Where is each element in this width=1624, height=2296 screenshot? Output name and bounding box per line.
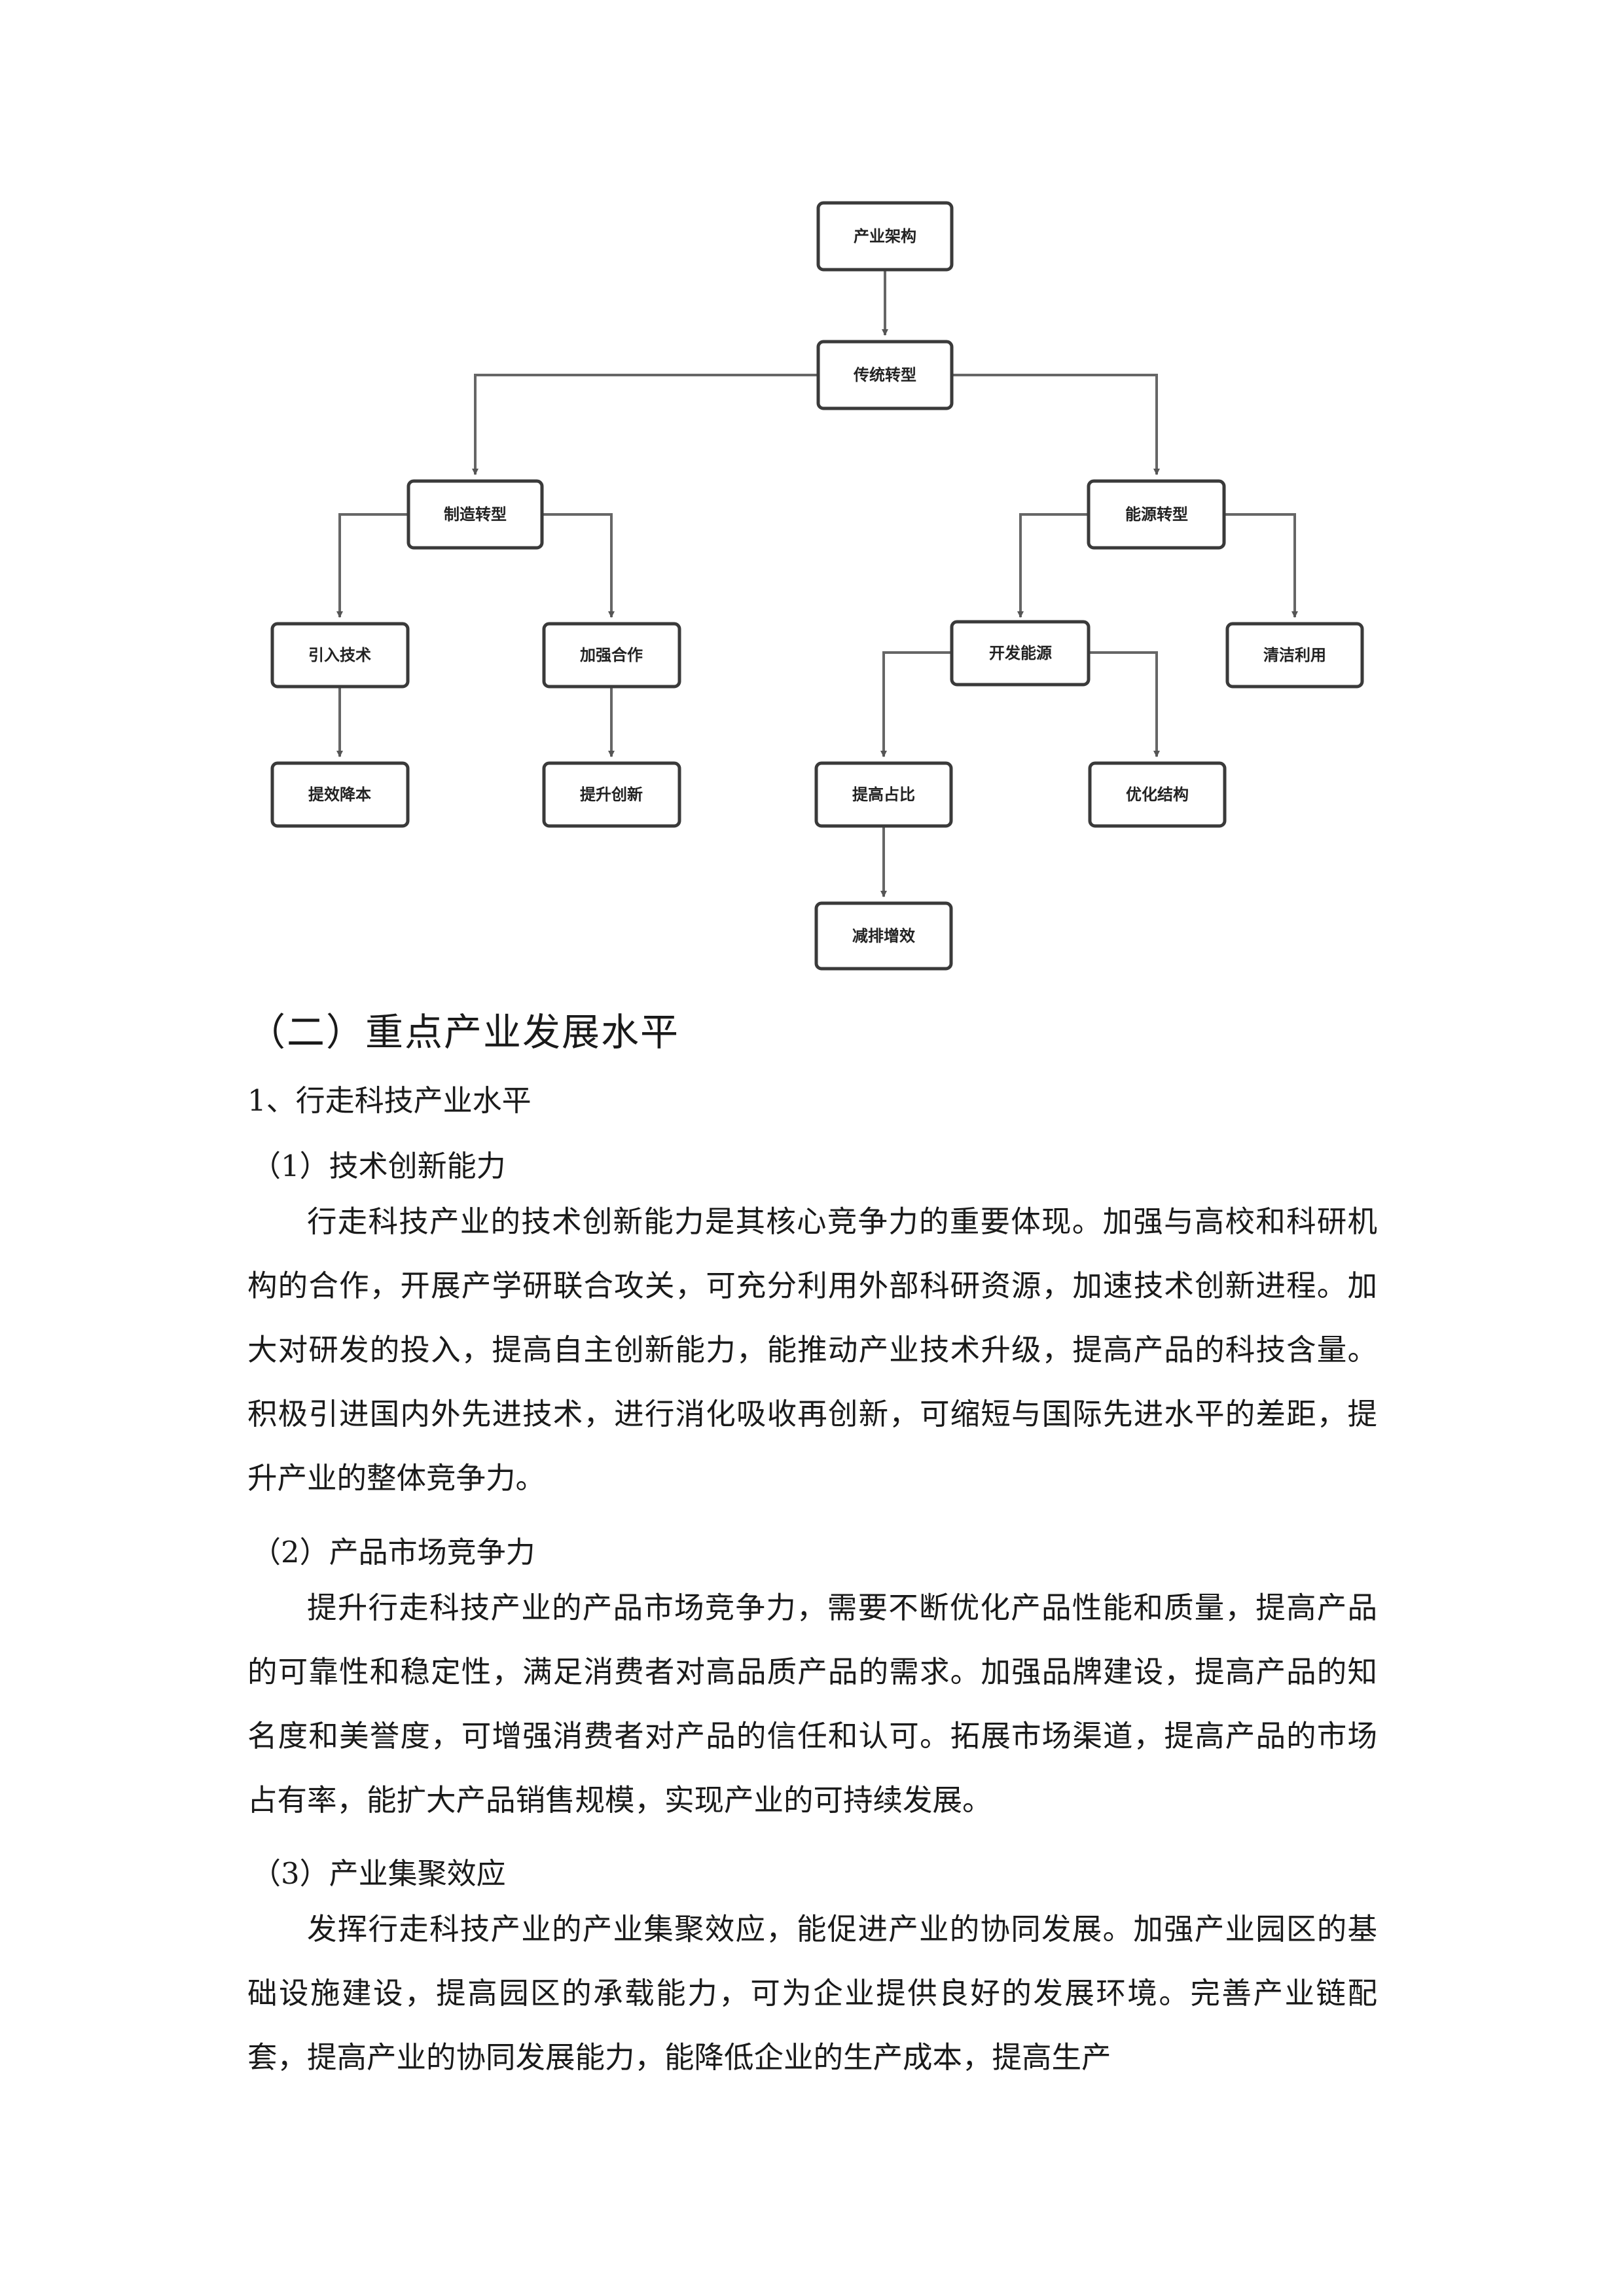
item-2-body-block: 提升行走科技产业的产品市场竞争力，需要不断优化产品性能和质量，提高产品的可靠性和… bbox=[247, 1576, 1377, 1833]
node-efficiency-label: 提效降本 bbox=[308, 785, 371, 804]
node-strengthen-coop-label: 加强合作 bbox=[580, 646, 643, 664]
item-1-title: （1）技术创新能力 bbox=[251, 1149, 506, 1183]
node-develop-energy-label: 开发能源 bbox=[989, 644, 1052, 662]
item-1-body: 行走科技产业的技术创新能力是其核心竞争力的重要体现。加强与高校和科研机构的合作，… bbox=[247, 1204, 1377, 1496]
node-introduce-tech-label: 引入技术 bbox=[308, 646, 371, 664]
item-3-body: 发挥行走科技产业的产业集聚效应，能促进产业的协同发展。加强产业园区的基础设施建设… bbox=[247, 1912, 1377, 2075]
node-energy: 能源转型 bbox=[1087, 479, 1226, 550]
node-innovation: 提升创新 bbox=[542, 761, 681, 828]
node-increase-share: 提高占比 bbox=[814, 761, 953, 828]
item-3-body-block: 发挥行走科技产业的产业集聚效应，能促进产业的协同发展。加强产业园区的基础设施建设… bbox=[247, 1897, 1377, 2090]
node-root: 产业架构 bbox=[816, 201, 954, 272]
node-optimize-structure: 优化结构 bbox=[1088, 761, 1227, 828]
node-traditional: 传统转型 bbox=[816, 340, 954, 410]
node-traditional-label: 传统转型 bbox=[853, 366, 916, 384]
edge-manufacturing-introduce bbox=[336, 513, 408, 618]
industry-structure-diagram: 产业架构 传统转型 制造转型 能源转型 引入技术 加强合作 开发能源 清洁利用 … bbox=[270, 201, 1364, 971]
edge-develop-structure bbox=[1089, 651, 1160, 757]
node-innovation-label: 提升创新 bbox=[580, 785, 643, 804]
edge-energy-clean bbox=[1224, 513, 1298, 618]
item-2-title: （2）产品市场竞争力 bbox=[251, 1535, 535, 1570]
node-manufacturing: 制造转型 bbox=[406, 479, 544, 550]
node-develop-energy: 开发能源 bbox=[950, 620, 1091, 687]
diagram-edges bbox=[336, 271, 1298, 897]
node-optimize-structure-label: 优化结构 bbox=[1126, 785, 1189, 804]
item-2-body: 提升行走科技产业的产品市场竞争力，需要不断优化产品性能和质量，提高产品的可靠性和… bbox=[247, 1590, 1377, 1818]
item-3-title: （3）产业集聚效应 bbox=[251, 1856, 506, 1891]
node-root-label: 产业架构 bbox=[854, 227, 916, 245]
node-increase-share-label: 提高占比 bbox=[852, 785, 915, 804]
edge-develop-share bbox=[880, 651, 952, 757]
node-manufacturing-label: 制造转型 bbox=[444, 505, 507, 524]
edge-traditional-energy bbox=[952, 374, 1160, 475]
node-reduce-emissions: 减排增效 bbox=[814, 901, 953, 971]
item-1-body-block: 行走科技产业的技术创新能力是其核心竞争力的重要体现。加强与高校和科研机构的合作，… bbox=[247, 1190, 1377, 1511]
edge-manufacturing-coop bbox=[542, 513, 615, 618]
node-strengthen-coop: 加强合作 bbox=[542, 622, 681, 689]
node-energy-label: 能源转型 bbox=[1125, 505, 1188, 524]
node-reduce-emissions-label: 减排增效 bbox=[852, 927, 915, 945]
subsection-heading: 1、行走科技产业水平 bbox=[247, 1083, 532, 1118]
node-introduce-tech: 引入技术 bbox=[270, 622, 410, 689]
node-clean-use-label: 清洁利用 bbox=[1263, 646, 1326, 664]
section-heading: （二）重点产业发展水平 bbox=[247, 1010, 680, 1054]
edge-energy-develop bbox=[1017, 513, 1089, 618]
node-efficiency: 提效降本 bbox=[270, 761, 410, 828]
edge-traditional-manufacturing bbox=[472, 374, 818, 475]
node-clean-use: 清洁利用 bbox=[1225, 622, 1364, 689]
